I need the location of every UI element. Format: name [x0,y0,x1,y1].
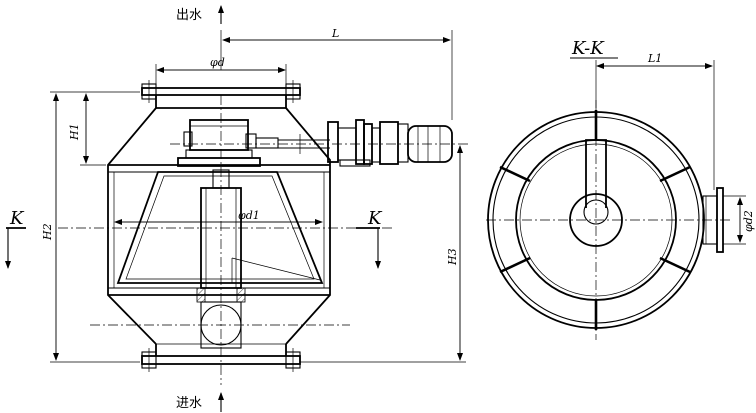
dimension-d2: φd2 [723,195,755,245]
outlet-label: 出水 [176,8,202,23]
dim-L-label: L [331,27,339,40]
dimension-H3: H3 [300,145,466,363]
section-mark-left-label: K [9,208,25,229]
dimension-L1: L1 [595,52,715,190]
dimension-H2: H2 [41,91,140,363]
dim-d1-label: φd1 [238,209,260,222]
section-view: K-K [486,38,755,340]
dim-d2-label: φd2 [742,210,755,232]
section-mark-right-label: K [367,208,383,229]
centerlines [58,95,470,385]
section-marker-left: K [5,208,26,269]
outlet-arrow: 出水 [176,5,224,24]
dimension-d1: φd1 [114,209,323,225]
front-view: 出水 进水 [5,5,470,412]
drive-motor [278,119,453,167]
inlet-arrow: 进水 [176,392,224,412]
rotating-drum [116,171,324,284]
dim-H3-label: H3 [446,248,459,266]
dimension-H1: H1 [68,91,140,166]
dimension-L: L [220,27,453,120]
dim-L1-label: L1 [647,52,662,65]
dim-H2-label: H2 [41,223,54,241]
inlet-label: 进水 [176,396,202,411]
housing [107,107,331,345]
dimension-d: φd [155,56,287,86]
gearbox [177,119,279,167]
section-title: K-K [571,38,605,59]
section-marker-right: K [356,208,383,269]
dim-H1-label: H1 [68,123,81,141]
dim-d-label: φd [210,56,225,69]
